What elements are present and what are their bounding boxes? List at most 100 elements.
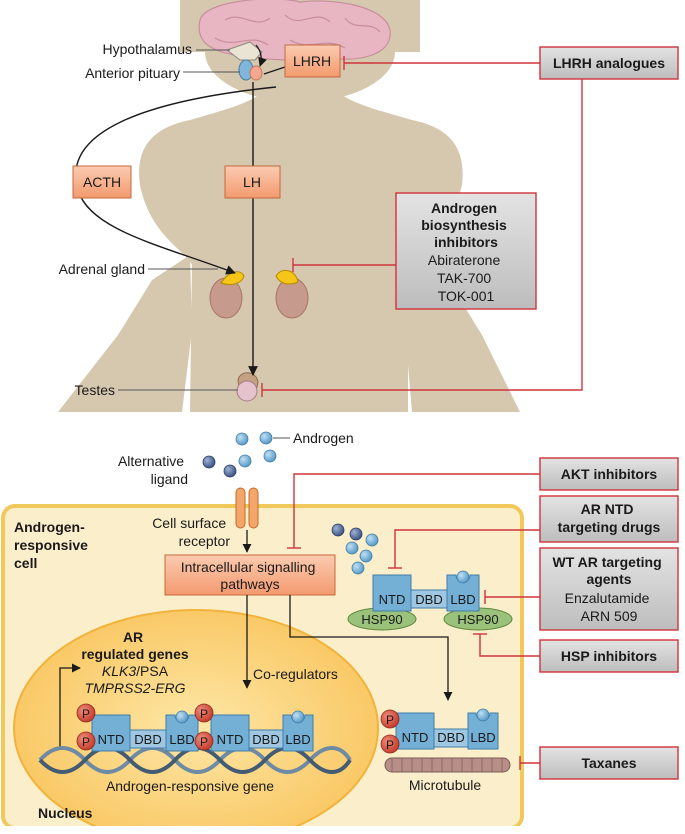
androgen-molecule	[263, 449, 277, 463]
lhrh-analogues-inhibition-lines	[261, 56, 583, 397]
phospho-label: P	[386, 738, 394, 752]
label-co-regulators: Co-regulators	[253, 666, 338, 682]
ntd-label: NTD	[98, 732, 125, 747]
label-adrenal-gland: Adrenal gland	[59, 261, 145, 277]
label-anterior-pituitary: Anterior pituary	[85, 65, 180, 81]
microtubule	[384, 757, 511, 773]
akt-inhibition-line	[287, 473, 540, 549]
ntd-domain	[372, 574, 412, 612]
bound-androgen	[456, 570, 470, 584]
lbd-label: LBD	[470, 730, 495, 745]
label-androgen-responsive-cell: Androgen- responsive cell	[14, 519, 92, 571]
dbd-label: DBD	[134, 732, 161, 747]
lbd-label: LBD	[450, 592, 475, 607]
label-androgen: Androgen	[293, 430, 354, 446]
dbd-label: DBD	[415, 592, 442, 607]
dbd-label: DBD	[437, 730, 464, 745]
intracellular-signalling-box: Intracellular signalling pathways	[164, 554, 336, 596]
acth-label: ACTH	[83, 174, 121, 190]
acth-box: ACTH	[72, 165, 132, 199]
ar-regulated-genes-title: AR regulated genes	[81, 629, 189, 662]
label-microtubule: Microtubule	[409, 777, 482, 793]
ar-ntd-inhibition-line	[388, 529, 540, 569]
ntd-domain	[210, 714, 250, 752]
label-cell-surface-receptor: Cell surface receptor	[152, 515, 230, 549]
label-alternative-ligand: Alternative ligand	[118, 453, 188, 487]
wt-ar-inhibition-line	[484, 590, 540, 604]
androgen-biosynthesis-title: Androgen biosynthesis inhibitors	[421, 200, 510, 250]
phosphorylation-site	[194, 731, 214, 751]
androgen-molecule	[359, 549, 373, 563]
lhrh-link	[263, 66, 286, 75]
ar-ntd-targeting-box: AR NTD targeting drugs	[539, 495, 679, 543]
androgen-molecule	[351, 561, 365, 575]
ntd-label: NTD	[217, 732, 244, 747]
hsp-inhibition-line	[473, 633, 540, 657]
androgen-molecule	[235, 432, 249, 446]
alternative-ligand-molecule	[223, 464, 237, 478]
phosphorylation-site	[380, 734, 400, 754]
lhrh-box: LHRH	[284, 44, 341, 78]
cell-surface-receptor	[235, 487, 259, 529]
wt-ar-targeting-title: WT AR targeting agents	[552, 554, 665, 587]
label-nucleus: Nucleus	[38, 805, 93, 821]
signalling-label: Intracellular signalling pathways	[181, 559, 320, 592]
phosphorylation-site	[76, 731, 96, 751]
alternative-ligand-molecule	[202, 455, 216, 469]
hsp90-label: HSP90	[361, 612, 402, 627]
androgen-biosynthesis-box: Androgen biosynthesis inhibitors Abirate…	[395, 192, 537, 310]
tmprss2-erg-label: TMPRSS2-ERG	[84, 680, 185, 696]
lhrh-label: LHRH	[293, 53, 331, 69]
phospho-label: P	[82, 735, 90, 749]
akt-inhibitors-label: AKT inhibitors	[561, 466, 658, 482]
hsp-inhibitors-label: HSP inhibitors	[561, 648, 657, 664]
alternative-ligand-molecule	[349, 527, 363, 541]
androgen-molecule	[365, 533, 379, 547]
androgen-molecule	[259, 431, 273, 445]
phospho-label: P	[200, 707, 208, 721]
hsp-inhibitors-box: HSP inhibitors	[539, 639, 679, 673]
lh-box: LH	[224, 165, 281, 199]
ntd-label: NTD	[402, 730, 429, 745]
label-hypothalamus: Hypothalamus	[103, 41, 193, 57]
bound-androgen	[476, 708, 490, 722]
phosphorylation-site	[380, 709, 400, 729]
alternative-ligand-molecule	[331, 523, 345, 537]
ntd-domain	[91, 714, 131, 752]
bound-androgen	[291, 710, 305, 724]
label-androgen-responsive-gene: Androgen-responsive gene	[106, 778, 274, 794]
klk3-psa-label: KLK3/PSA	[102, 663, 169, 679]
signalling-to-microtubule-arrow	[289, 595, 453, 701]
wt-ar-targeting-box: WT AR targeting agents Enzalutamide ARN …	[539, 547, 679, 631]
bound-androgen	[175, 710, 189, 724]
androgen-molecule	[238, 454, 252, 468]
nuclear-ar-right: NTD DBD LBD P P	[194, 703, 314, 752]
taxanes-label: Taxanes	[582, 755, 637, 771]
microtubule-bound-ar: NTD DBD LBD P P	[380, 708, 499, 754]
biosynthesis-inhibition-line	[292, 258, 396, 272]
lbd-label: LBD	[285, 732, 310, 747]
dbd-label: DBD	[252, 732, 279, 747]
lhrh-analogues-box: LHRH analogues	[539, 46, 679, 80]
lh-label: LH	[243, 174, 261, 190]
taxanes-inhibition-line	[519, 756, 540, 770]
phosphorylation-site	[76, 703, 96, 723]
phospho-label: P	[200, 735, 208, 749]
gene-expression-arrow	[59, 663, 81, 748]
androgen-molecule	[345, 541, 359, 555]
ntd-domain	[395, 712, 435, 750]
phospho-label: P	[386, 713, 394, 727]
nuclear-ar-left: NTD DBD LBD P P	[76, 703, 199, 752]
ntd-label: NTD	[379, 592, 406, 607]
cytoplasmic-androgen-receptor: HSP90 HSP90 NTD DBD LBD	[347, 570, 513, 631]
phospho-label: P	[82, 707, 90, 721]
lhrh-to-pituitary-arrow	[255, 44, 267, 67]
phosphorylation-site	[194, 703, 214, 723]
lhrh-analogues-label: LHRH analogues	[553, 55, 665, 71]
label-testes: Testes	[75, 382, 115, 398]
wt-ar-targeting-drug-list: Enzalutamide ARN 509	[565, 590, 654, 624]
lbd-label: LBD	[169, 732, 194, 747]
akt-inhibitors-box: AKT inhibitors	[539, 457, 679, 491]
